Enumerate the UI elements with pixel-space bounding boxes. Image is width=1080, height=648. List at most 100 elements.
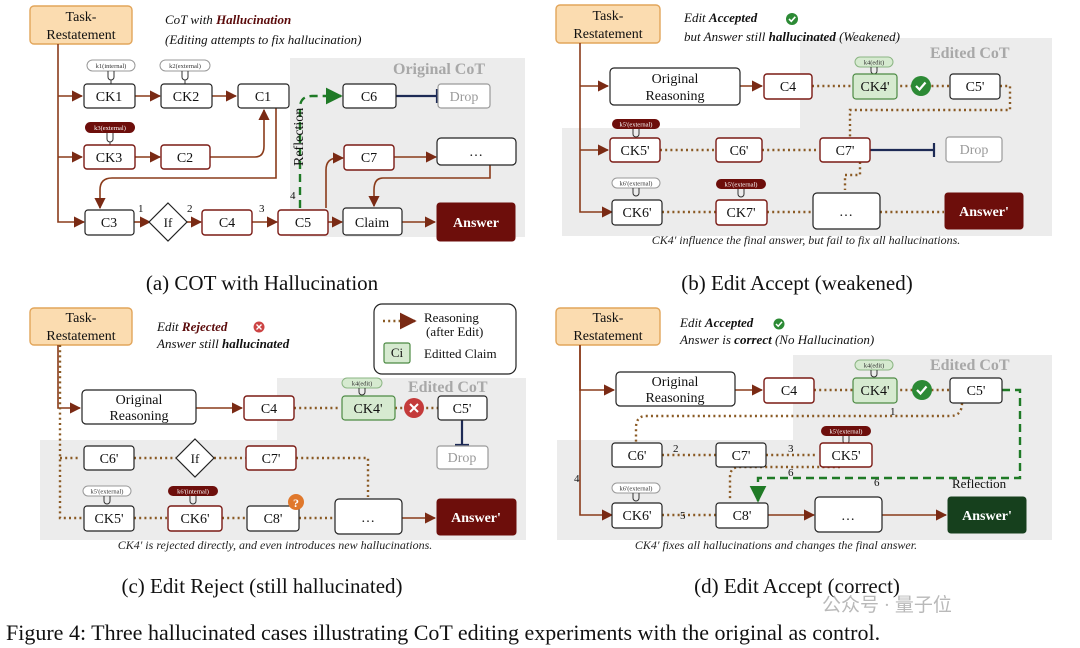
c8-label: C8' <box>264 512 283 527</box>
svg-text:k6'(external): k6'(external) <box>620 181 653 188</box>
tag-k6: k6'(external) <box>611 482 661 502</box>
svg-text:k5'(external): k5'(external) <box>620 122 653 129</box>
ck5-node <box>609 137 661 163</box>
step-5: 5 <box>680 510 686 522</box>
c6-label: C6' <box>100 452 119 467</box>
svg-text:k5'(external): k5'(external) <box>91 489 124 496</box>
edge-c5-c6 <box>634 402 964 443</box>
answer-label: Answer' <box>962 509 1012 524</box>
c3-label: C3 <box>101 216 117 231</box>
step-2: 2 <box>187 203 193 215</box>
ck5-label: CK5' <box>95 512 124 527</box>
note-line-1: Edit Rejected <box>156 319 228 334</box>
c6-label: C6' <box>730 144 749 159</box>
panel-a: Original CoT Task- Restatement CoT with … <box>29 5 525 295</box>
c3-node <box>84 209 135 236</box>
drop-label: Drop <box>450 90 479 105</box>
ck4-node <box>852 73 898 100</box>
c6-node <box>83 445 135 471</box>
step-3: 3 <box>788 443 794 455</box>
tag-k4: k4(edit) <box>854 56 894 75</box>
drop-label: Drop <box>448 451 477 466</box>
task-restatement-node <box>555 4 661 44</box>
legend-claim-symbol: Ci <box>391 345 404 360</box>
c4-label: C4 <box>781 384 797 399</box>
drop-label: Drop <box>960 143 989 158</box>
answer-node <box>436 202 516 242</box>
c2-node <box>160 144 211 170</box>
ck1-label: CK1 <box>96 90 122 105</box>
ck3-node <box>83 144 136 170</box>
claim-node <box>342 207 403 236</box>
subcaption-b: (b) Edit Accept (weakened) <box>681 271 912 295</box>
reflection-label: Reflection <box>292 108 307 166</box>
ck5-node <box>819 442 873 468</box>
legend-reasoning-1: Reasoning <box>424 310 479 325</box>
panel-d: Edited CoT Task- Restatement Edit Accept… <box>555 307 1052 598</box>
c6-node <box>342 83 397 109</box>
c7-node <box>343 144 395 171</box>
answer-label: Answer' <box>959 205 1009 220</box>
legend-claim-swatch <box>383 342 411 364</box>
ck5-label: CK5' <box>621 144 650 159</box>
task-line-2: Restatement <box>46 329 115 344</box>
c5-node <box>277 209 329 236</box>
c7-label: C7' <box>262 452 281 467</box>
tag-k3: k3(external) <box>85 122 135 145</box>
c7-label: C7' <box>836 144 855 159</box>
drop-edge <box>455 420 469 447</box>
ck4-label: CK4' <box>861 80 890 95</box>
edge-task-c3 <box>57 44 86 228</box>
reflection-edge <box>298 87 343 208</box>
edge-task-ck5 <box>58 345 82 520</box>
ck5-label: CK5' <box>832 449 861 464</box>
edge-dots-claim <box>368 165 491 208</box>
drop-node <box>436 445 489 470</box>
note-line-2: Answer still hallucinated <box>156 336 290 351</box>
svg-text:k6'(internal): k6'(internal) <box>177 489 209 496</box>
c8-node <box>715 502 769 529</box>
legend-claim-label: Editted Claim <box>424 346 497 361</box>
ck4-label: CK4' <box>861 384 890 399</box>
task-line-1: Task- <box>593 311 624 326</box>
svg-text:k1(internal): k1(internal) <box>96 63 127 70</box>
region-title: Edited CoT <box>408 379 488 396</box>
tag-k5: k5'(external) <box>82 485 132 505</box>
svg-text:k4(edit): k4(edit) <box>352 381 373 388</box>
c5-label: C5' <box>453 402 472 417</box>
original-line-2: Reasoning <box>645 89 704 104</box>
c7-label: C7' <box>732 449 751 464</box>
tag-k2: k2(external) <box>159 59 211 84</box>
drop-edge <box>870 143 936 157</box>
panel-c: Edited CoT Task- Restatement Edit Reject… <box>29 303 526 598</box>
task-line-1: Task- <box>66 10 97 25</box>
ck4-label: CK4' <box>354 402 383 417</box>
c6-label: C6 <box>361 90 377 105</box>
dots-label: … <box>469 145 483 160</box>
check-circle-icon <box>773 318 785 330</box>
ck7-node <box>715 199 768 226</box>
check-circle-icon <box>912 380 932 400</box>
bottom-note: CK4' influence the final answer, but fai… <box>652 233 961 247</box>
ck4-node <box>852 377 898 404</box>
svg-text:k5'(external): k5'(external) <box>830 429 863 436</box>
c7-label: C7 <box>361 151 377 166</box>
tag-k1: k1(internal) <box>86 59 136 84</box>
c7-node <box>715 442 767 468</box>
task-line-1: Task- <box>66 311 97 326</box>
c8-node <box>246 505 300 532</box>
if-node <box>148 202 188 242</box>
c4-label: C4 <box>261 402 277 417</box>
ck4-node <box>341 395 396 421</box>
task-restatement-node <box>555 307 661 346</box>
task-line-2: Restatement <box>573 329 642 344</box>
c2-label: C2 <box>177 151 193 166</box>
subcaption-d: (d) Edit Accept (correct) <box>694 574 900 598</box>
tag-k5: k5'(external) <box>612 119 660 138</box>
ck3-label: CK3 <box>96 151 122 166</box>
c5-label: C5 <box>295 216 311 231</box>
edited-cot-region <box>557 355 1052 540</box>
dots-node <box>814 496 883 533</box>
svg-text:k4(edit): k4(edit) <box>864 60 885 67</box>
c8-label: C8' <box>733 509 752 524</box>
